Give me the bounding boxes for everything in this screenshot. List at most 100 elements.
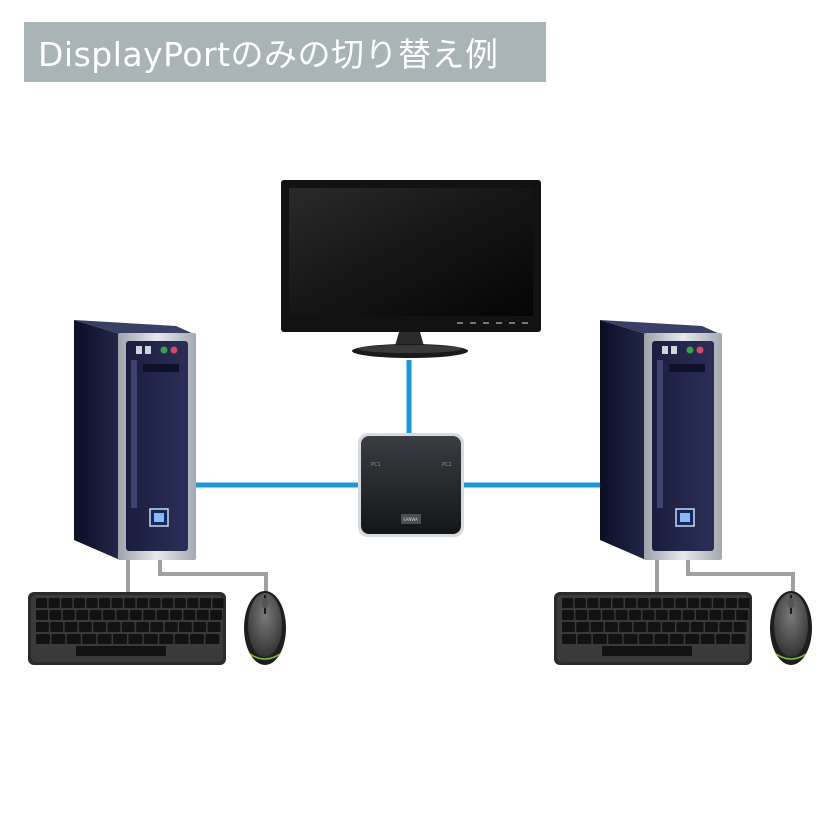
keyboard-key (713, 598, 725, 608)
keyboard-key (99, 598, 111, 608)
keyboard-spacebar (602, 646, 692, 656)
keyboard-key (562, 622, 575, 632)
keyboard-key (78, 622, 92, 632)
keyboard-key (588, 610, 601, 620)
keyboard-key (51, 634, 66, 644)
keyboard-key (50, 622, 64, 632)
keyboard-key (625, 598, 637, 608)
keyboard-key (66, 634, 81, 644)
keyboard-key (576, 622, 590, 632)
keyboard-key (604, 622, 618, 632)
keyboard-key (722, 610, 735, 620)
keyboard-key (650, 598, 662, 608)
keyboard-key (107, 622, 121, 632)
keyboard-key (709, 610, 722, 620)
keyboard-key (655, 610, 668, 620)
keyboard-key (174, 598, 186, 608)
keyboard-key (128, 634, 143, 644)
keyboard-key (685, 634, 700, 644)
keyboard-key (587, 598, 599, 608)
mouse-left (244, 591, 286, 665)
keyboard-spacebar (76, 646, 166, 656)
keyboard-key (662, 598, 674, 608)
keyboard-key (696, 610, 708, 620)
keyboard-key (719, 622, 733, 632)
keyboard-key (705, 622, 718, 632)
keyboard-key (82, 634, 97, 644)
keyboard-key (93, 622, 107, 632)
keyboard-key (103, 610, 115, 620)
keyboard-key (662, 622, 675, 632)
keyboard-right (554, 592, 752, 665)
title-banner: DisplayPortのみの切り替え例 (24, 22, 546, 82)
keyboard-key (62, 610, 75, 620)
keyboard-key (736, 610, 749, 620)
keyboard-key (574, 598, 586, 608)
keyboard-key (562, 598, 574, 608)
keyboard-key (716, 634, 730, 644)
switch-port-left-label: PC1 (371, 462, 381, 468)
keyboard-key (97, 634, 112, 644)
pc-right (600, 320, 722, 560)
keyboard-key (196, 610, 209, 620)
keyboard-key (199, 598, 211, 608)
cable-pc-right-mouse (686, 560, 795, 594)
keyboard-key (193, 622, 207, 632)
mouse-right (770, 591, 812, 665)
keyboard-key (143, 610, 156, 620)
keyboard-key (183, 610, 196, 620)
keyboard-key (602, 610, 615, 620)
keyboard-key (111, 598, 123, 608)
keyboard-key (150, 622, 164, 632)
keyboard-key (688, 598, 700, 608)
keyboard-key (49, 610, 62, 620)
keyboard-key (121, 622, 135, 632)
switch-port-right-label: PC2 (442, 462, 452, 468)
displayport-switch: PC1 PC2 SANWA (358, 433, 464, 537)
keyboard-left (28, 592, 226, 665)
keyboard-key (608, 634, 623, 644)
keyboard-key (637, 598, 649, 608)
keyboard-key (36, 622, 49, 632)
keyboard-key (633, 622, 647, 632)
keyboard-key (562, 610, 574, 620)
switch-brand-label: SANWA (403, 517, 418, 522)
keyboard-key (592, 634, 607, 644)
keyboard-key (143, 634, 158, 644)
keyboard-key (73, 598, 85, 608)
keyboard-key (629, 610, 641, 620)
cable-pc-left-mouse (158, 560, 268, 594)
keyboard-key (700, 598, 712, 608)
keyboard-key (675, 598, 687, 608)
keyboard-key (619, 622, 633, 632)
keyboard-key (669, 610, 682, 620)
keyboard-key (615, 610, 628, 620)
keyboard-key (642, 610, 655, 620)
keyboard-key (36, 610, 48, 620)
keyboard-key (210, 610, 223, 620)
keyboard-key (136, 598, 148, 608)
displayport-cables (192, 360, 600, 488)
keyboard-key (733, 622, 747, 632)
keyboard-key (156, 610, 169, 620)
keyboard-key (113, 634, 127, 644)
keyboard-key (700, 634, 715, 644)
page-title: DisplayPortのみの切り替え例 (38, 35, 499, 74)
keyboard-key (89, 610, 102, 620)
keyboard-key (36, 634, 50, 644)
keyboard-key (179, 622, 192, 632)
keyboard-key (654, 634, 669, 644)
keyboard-key (76, 610, 89, 620)
keyboard-key (61, 598, 73, 608)
keyboard-key (36, 598, 48, 608)
keyboard-key (207, 622, 221, 632)
keyboard-key (86, 598, 98, 608)
keyboard-key (129, 610, 142, 620)
keyboard-key (149, 598, 161, 608)
keyboard-key (725, 598, 737, 608)
keyboard-key (174, 634, 189, 644)
keyboard-key (731, 634, 746, 644)
keyboard-key (577, 634, 592, 644)
keyboard-key (639, 634, 653, 644)
